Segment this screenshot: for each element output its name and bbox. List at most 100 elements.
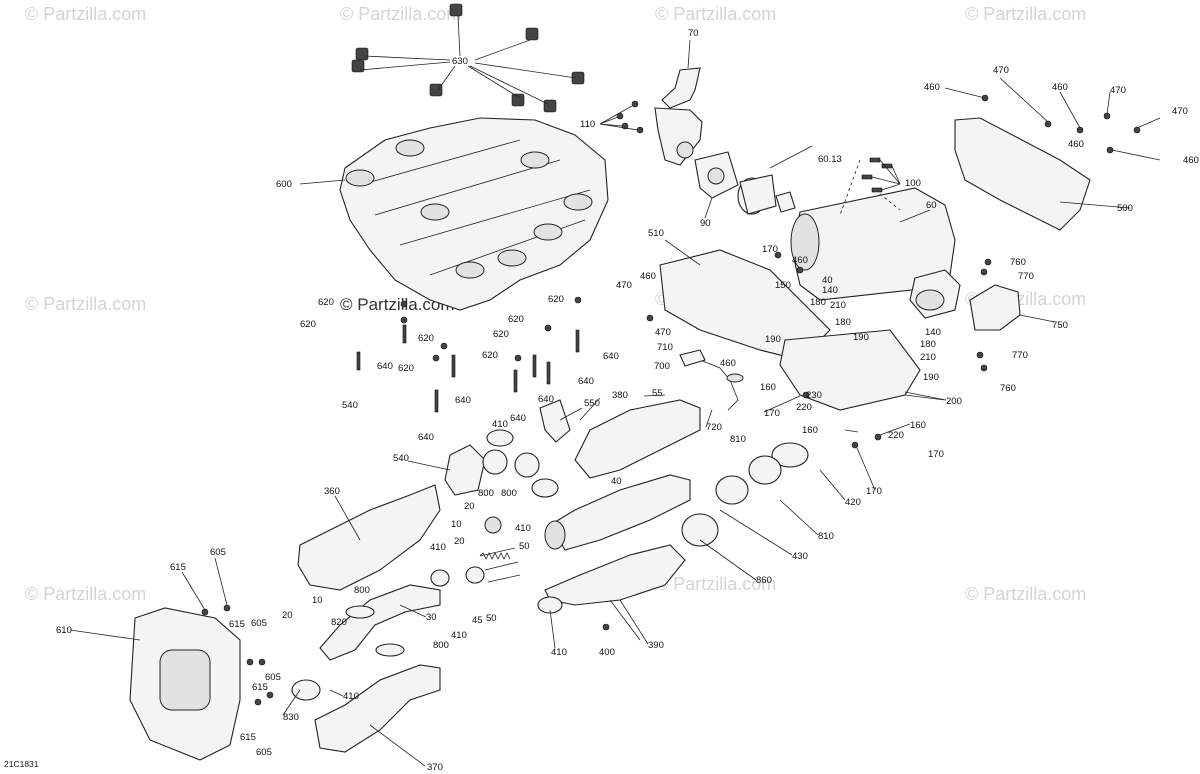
callout-605: 605 xyxy=(265,672,281,683)
callout-220: 220 xyxy=(796,402,812,413)
callout-170: 170 xyxy=(764,408,780,419)
callout-30: 30 xyxy=(426,612,437,623)
callout-620: 620 xyxy=(300,319,316,330)
callout-410: 410 xyxy=(551,647,567,658)
callout-110: 110 xyxy=(580,119,595,130)
clamps-410-800 xyxy=(482,429,559,534)
callout-630: 630 xyxy=(452,56,468,67)
watermark: © Partzilla.com xyxy=(340,4,461,24)
callout-410: 410 xyxy=(343,691,359,702)
callout-380: 380 xyxy=(612,390,628,401)
callout-170: 170 xyxy=(762,244,778,255)
callout-160: 160 xyxy=(802,425,818,436)
callout-620: 620 xyxy=(493,329,509,340)
callout-820: 820 xyxy=(331,617,347,628)
callout-410: 410 xyxy=(451,630,467,641)
callout-160: 160 xyxy=(910,420,926,431)
callout-40: 40 xyxy=(611,476,622,487)
callout-220: 220 xyxy=(888,430,904,441)
callout-20: 20 xyxy=(464,501,475,512)
pipe-40 xyxy=(544,474,691,551)
callout-640: 640 xyxy=(510,413,526,424)
callout-60: 60 xyxy=(926,200,937,211)
callout-190: 190 xyxy=(923,372,939,383)
callout-140: 140 xyxy=(822,285,838,296)
callout-540: 540 xyxy=(393,453,409,464)
callout-800: 800 xyxy=(354,585,370,596)
callout-770: 770 xyxy=(1012,350,1028,361)
pipe-360 xyxy=(297,484,441,591)
callout-620: 620 xyxy=(548,294,564,305)
callout-615: 615 xyxy=(240,732,256,743)
watermark: © Partzilla.com xyxy=(965,4,1086,24)
sleeve-60-13 xyxy=(737,145,813,215)
watermark: © Partzilla.com xyxy=(25,294,146,314)
watermark: © Partzilla.com xyxy=(965,584,1086,604)
bolts-110 xyxy=(599,100,644,134)
callout-160: 160 xyxy=(760,382,776,393)
callout-460: 460 xyxy=(924,82,940,93)
watermark-dark: © Partzilla.com xyxy=(340,295,455,314)
watermark: © Partzilla.com xyxy=(655,4,776,24)
callout-460: 460 xyxy=(1052,82,1068,93)
drawing-code: 21C1831 xyxy=(4,759,39,769)
callout-800: 800 xyxy=(433,640,449,651)
callout-605: 605 xyxy=(251,618,267,629)
watermark: © Partzilla.com xyxy=(25,584,146,604)
callout-600: 600 xyxy=(276,179,292,190)
callout-620: 620 xyxy=(482,350,498,361)
callout-620: 620 xyxy=(508,314,524,325)
callout-640: 640 xyxy=(578,376,594,387)
callout-770: 770 xyxy=(1018,271,1034,282)
callout-210: 210 xyxy=(830,300,846,311)
callout-50: 50 xyxy=(519,541,530,552)
heat-shield-370 xyxy=(314,664,441,753)
hardware-460-470-top xyxy=(944,77,1161,161)
callout-615: 615 xyxy=(229,619,245,630)
callout-410: 410 xyxy=(430,542,446,553)
callout-615: 615 xyxy=(170,562,186,573)
clamps-left xyxy=(291,566,563,701)
callout-605: 605 xyxy=(210,547,226,558)
callout-610: 610 xyxy=(56,625,72,636)
callout-50: 50 xyxy=(486,613,497,624)
callout-390: 390 xyxy=(648,640,664,651)
callout-10: 10 xyxy=(451,519,462,530)
callout-170: 170 xyxy=(928,449,944,460)
muffler-60 xyxy=(790,159,961,319)
callout-470: 470 xyxy=(1172,106,1188,117)
heat-shield-500 xyxy=(954,117,1131,231)
pipe-70 xyxy=(654,39,703,166)
callout-180: 180 xyxy=(920,339,936,350)
callout-605: 605 xyxy=(256,747,272,758)
callout-460: 460 xyxy=(640,271,656,282)
callout-800: 800 xyxy=(501,488,517,499)
callout-720: 720 xyxy=(706,422,722,433)
callout-180: 180 xyxy=(835,317,851,328)
bolts-100 xyxy=(861,157,901,193)
callout-55: 55 xyxy=(652,388,663,399)
callout-230: 230 xyxy=(806,390,822,401)
callout-370: 370 xyxy=(427,762,443,773)
callout-100: 100 xyxy=(905,178,921,189)
callout-190: 190 xyxy=(765,334,781,345)
coupler-550 xyxy=(539,399,571,443)
callout-400: 400 xyxy=(599,647,615,658)
callout-640: 640 xyxy=(538,394,554,405)
callout-470: 470 xyxy=(655,327,671,338)
watermark: © Partzilla.com xyxy=(655,574,776,594)
heat-shield-610 xyxy=(129,607,241,761)
callout-45: 45 xyxy=(472,615,483,626)
callout-labels: 630 70 110 600 90 60.13 100 60 460 470 4… xyxy=(4,28,1199,773)
callout-640: 640 xyxy=(455,395,471,406)
small-hardware xyxy=(201,251,992,706)
callout-810: 810 xyxy=(818,531,834,542)
callout-410: 410 xyxy=(492,419,508,430)
callout-150: 150 xyxy=(775,280,791,291)
callout-10: 10 xyxy=(312,595,323,606)
callout-460: 460 xyxy=(1183,155,1199,166)
callout-620: 620 xyxy=(318,297,334,308)
leader-lines xyxy=(69,391,947,767)
callout-140: 140 xyxy=(925,327,941,338)
